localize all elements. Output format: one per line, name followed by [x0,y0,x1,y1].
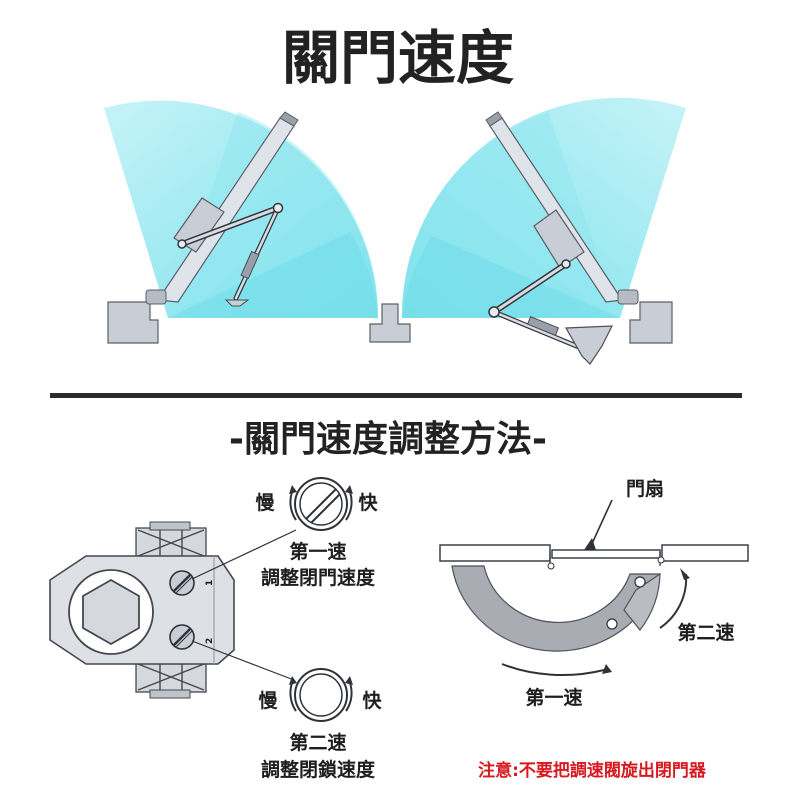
right-arm-bracket [564,325,613,365]
valve-1-number: 1 [205,580,215,586]
right-closer-body [533,209,585,269]
right-wall-jamb [629,301,673,344]
fast-label-2: 快 [362,689,382,712]
leader-line-2 [191,640,295,681]
closing-arc-diagram [439,499,749,677]
first-speed-arrow-icon [501,663,605,677]
second-speed-segment [623,572,661,631]
left-wall-jamb [107,301,159,344]
leader-line-1 [191,529,297,580]
closer-bottom-knurl [135,661,207,699]
left-door-diagram [104,100,379,344]
fast-arrow-1-icon [345,491,353,521]
valve-2-number: 2 [205,638,215,644]
speed-1-zoom [289,477,353,531]
speed-1-title: 第一速 [289,540,346,563]
slow-label-1: 慢 [255,491,275,514]
speed-2-title: 第二速 [289,731,346,754]
closer-top-knurl [135,521,207,559]
closer-valve-illustration: 1 2 [49,521,297,699]
door-frame-bar-right [661,544,749,562]
second-speed-label: 第二速 [677,621,734,644]
page-title: 關門速度 [282,24,514,92]
left-closer-arm [177,202,284,307]
door-frame-bar-left [439,544,551,562]
door-leaf-pointer [589,499,613,549]
fast-label-1: 快 [358,491,378,514]
door-leaf-label: 門扇 [626,477,664,500]
hex-socket-icon [82,578,140,646]
slow-arrow-2-icon [289,682,297,712]
left-door-sweep-low [168,232,378,318]
adjust-method-heading: -關門速度調整方法- [229,419,547,460]
left-door-leaf [145,111,299,305]
center-door-stop [369,303,411,343]
right-closer-arm [488,259,613,365]
right-door-diagram [401,97,686,365]
speed-2-description: 調整閉鎖速度 [261,758,376,781]
speed-2-zoom [289,668,353,722]
valve-screw-2 [169,624,195,650]
speed-1-description: 調整閉門速度 [261,566,376,589]
fast-arrow-2-icon [345,682,353,712]
right-door-sweep-low [402,236,620,318]
slow-label-2: 慢 [258,689,278,712]
left-closer-body [173,197,225,253]
slow-arrow-1-icon [289,491,297,521]
section-divider [50,393,742,398]
second-speed-arrow-icon [659,573,688,629]
valve-screw-1 [169,570,195,596]
door-leaf-bar [551,549,661,559]
warning-notice: 注意:不要把調速閥旋出閉門器 [478,760,707,781]
first-speed-label: 第一速 [525,686,582,709]
